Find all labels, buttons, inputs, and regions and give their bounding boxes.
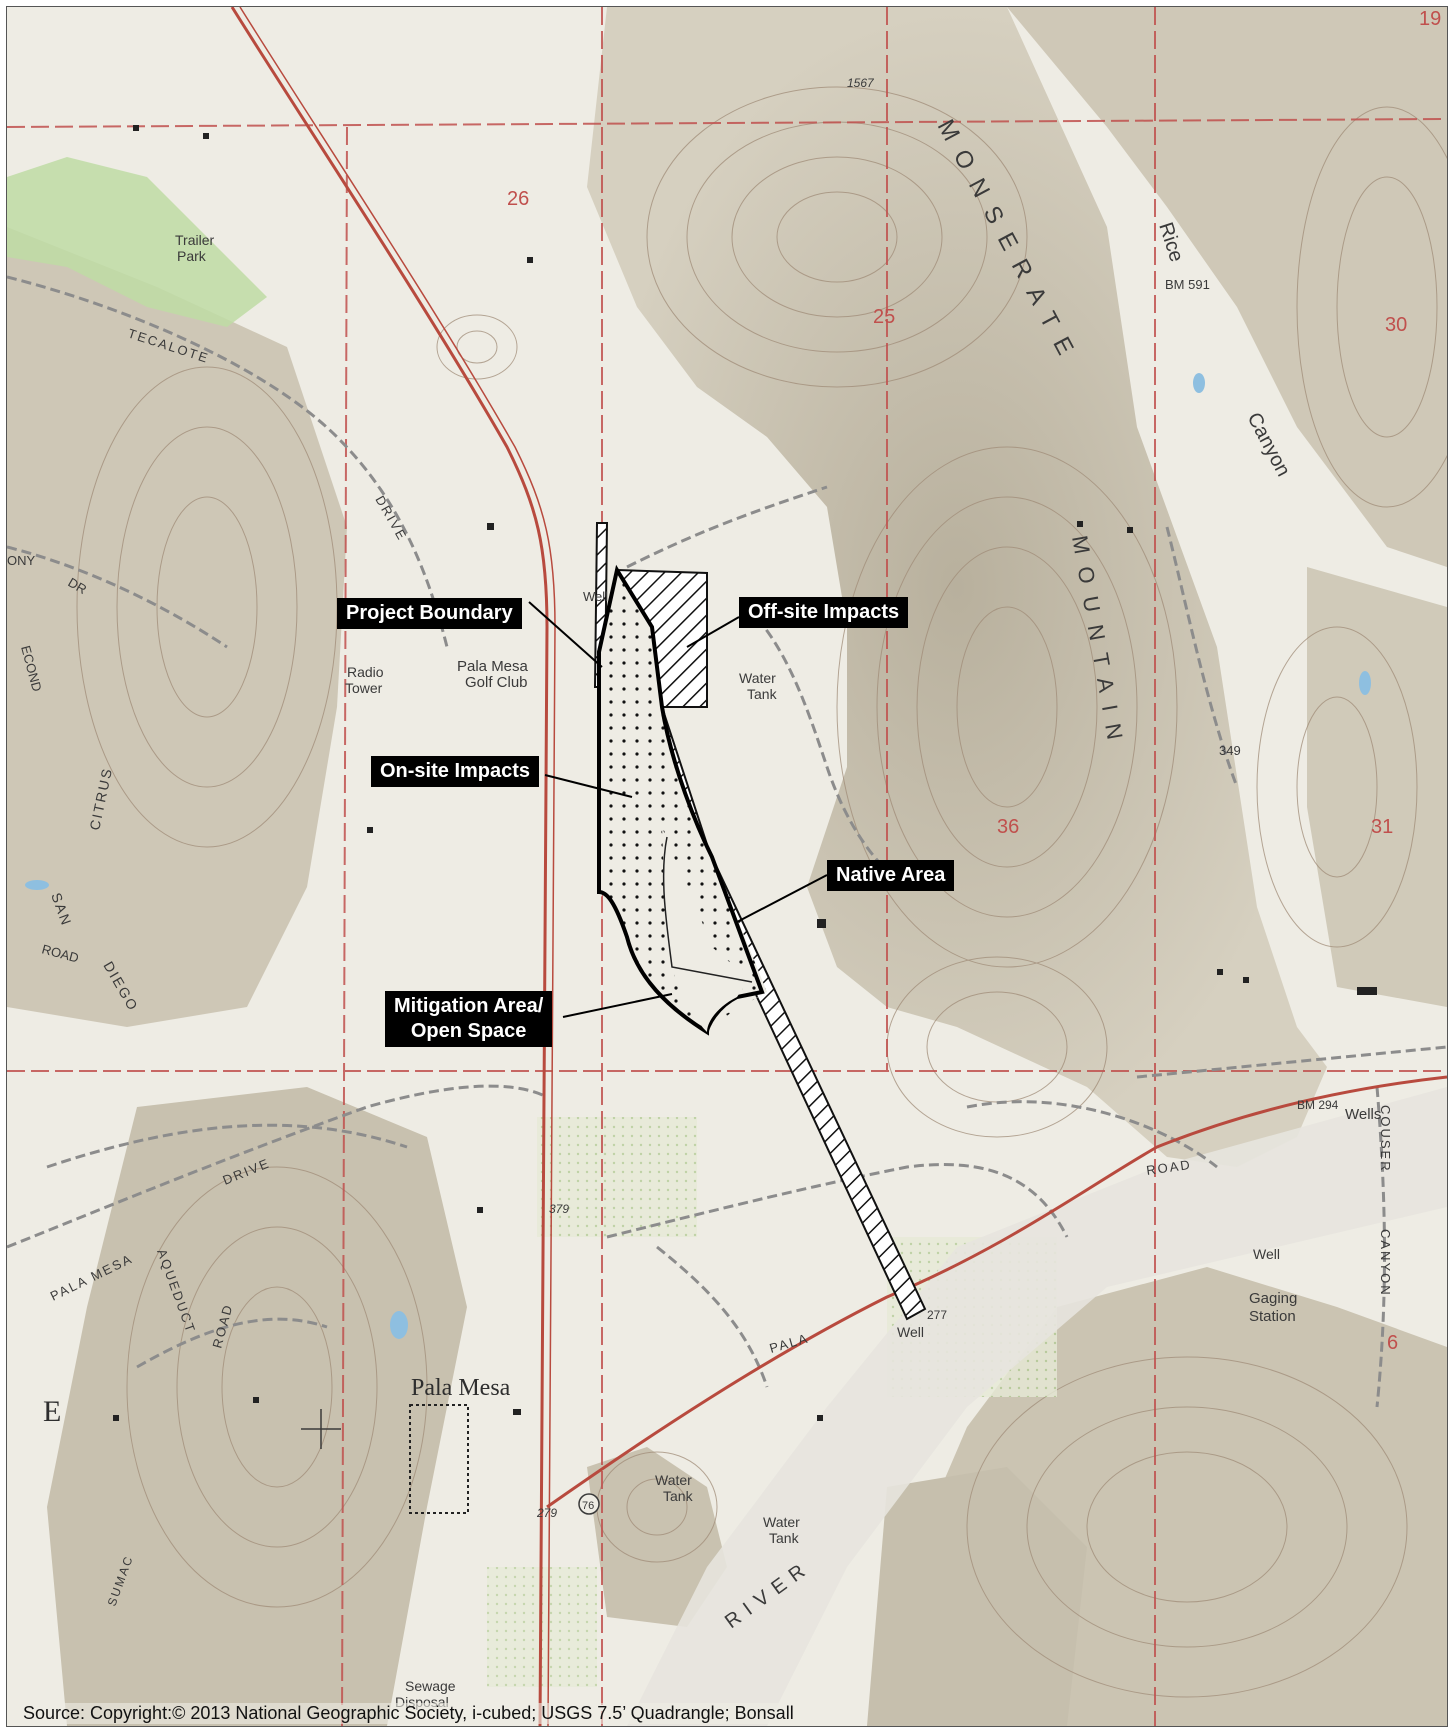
callout-leaders — [528, 601, 828, 1018]
section-30: 30 — [1385, 314, 1407, 336]
water-features — [25, 373, 1371, 1339]
project-boundary-line — [597, 564, 765, 1036]
section-19: 19 — [1419, 8, 1441, 30]
pala-mesa-subdivision — [409, 1404, 469, 1514]
source-credit: Source: Copyright:© 2013 National Geogra… — [19, 1703, 798, 1724]
native-area — [662, 827, 747, 992]
project-area — [593, 522, 927, 1321]
label-tank-1: Tank — [747, 686, 778, 702]
label-elev279: 279 — [536, 1506, 557, 1520]
section-6: 6 — [1387, 1332, 1398, 1354]
topographic-map: MONSERATE MOUNTAIN Rice Canyon BM 591 15… — [7, 7, 1447, 1726]
label-wells: Wells — [1345, 1106, 1381, 1123]
river-channel — [627, 1087, 1447, 1726]
label-golf-club: Golf Club — [465, 674, 528, 691]
callout-mitigation-line2: Open Space — [410, 1020, 527, 1042]
mitigation-area — [672, 967, 747, 1032]
label-pony: ONY — [7, 553, 36, 568]
label-letter-e: E — [43, 1395, 61, 1428]
label-station: Station — [1249, 1308, 1296, 1325]
route-76-shield-icon — [578, 1493, 600, 1515]
label-park: Park — [177, 248, 207, 264]
roads — [7, 275, 1447, 1408]
label-gaging: Gaging — [1249, 1290, 1297, 1307]
map-frame: MONSERATE MOUNTAIN Rice Canyon BM 591 15… — [6, 6, 1448, 1727]
section-36: 36 — [997, 816, 1019, 838]
section-25: 25 — [873, 306, 895, 328]
callout-offsite-impacts: Off-site Impacts — [739, 597, 909, 628]
label-tank-2: Tank — [663, 1488, 694, 1504]
label-elev277: 277 — [927, 1308, 947, 1322]
survey-crosshair-icon — [301, 1409, 341, 1449]
label-elev379: 379 — [549, 1202, 569, 1216]
callout-mitigation-line1: Mitigation Area/ — [394, 995, 544, 1017]
highways — [230, 7, 1447, 1726]
section-numbers: 26 25 30 36 31 6 19 — [507, 8, 1441, 1354]
callout-project-boundary: Project Boundary — [337, 598, 522, 629]
label-water-tank-2: Water — [655, 1472, 692, 1488]
label-couser: COUSER — [1378, 1105, 1393, 1173]
label-bm294: BM 294 — [1297, 1098, 1339, 1112]
label-trailer: Trailer — [175, 232, 214, 248]
label-canyon-vertical: CANYON — [1378, 1229, 1393, 1297]
label-route76: 76 — [582, 1500, 594, 1512]
label-well-top: Well — [583, 589, 608, 604]
section-31: 31 — [1371, 816, 1393, 838]
label-radio: Radio — [347, 664, 384, 680]
label-well-east: Well — [1253, 1246, 1280, 1262]
label-well-south: Well — [897, 1324, 924, 1340]
callout-native-area: Native Area — [827, 860, 955, 891]
callout-onsite-impacts: On-site Impacts — [371, 756, 540, 787]
label-bm591: BM 591 — [1165, 277, 1210, 292]
callout-mitigation-area: Mitigation Area/ Open Space — [385, 991, 553, 1047]
label-pala-mesa-golf: Pala Mesa — [457, 658, 529, 675]
contour-lines — [76, 86, 1447, 1698]
label-sewage: Sewage — [405, 1678, 456, 1694]
label-elev1567: 1567 — [847, 76, 875, 90]
section-grid — [7, 7, 1447, 1726]
section-26: 26 — [507, 188, 529, 210]
label-tank-3: Tank — [769, 1530, 800, 1546]
label-road-east: ROAD — [1145, 1157, 1192, 1178]
label-elev349: 349 — [1219, 743, 1241, 758]
label-water-tank-1: Water — [739, 670, 776, 686]
label-tower: Tower — [345, 680, 383, 696]
label-pala-mesa-town: Pala Mesa — [411, 1375, 511, 1401]
label-water-tank-3: Water — [763, 1514, 800, 1530]
